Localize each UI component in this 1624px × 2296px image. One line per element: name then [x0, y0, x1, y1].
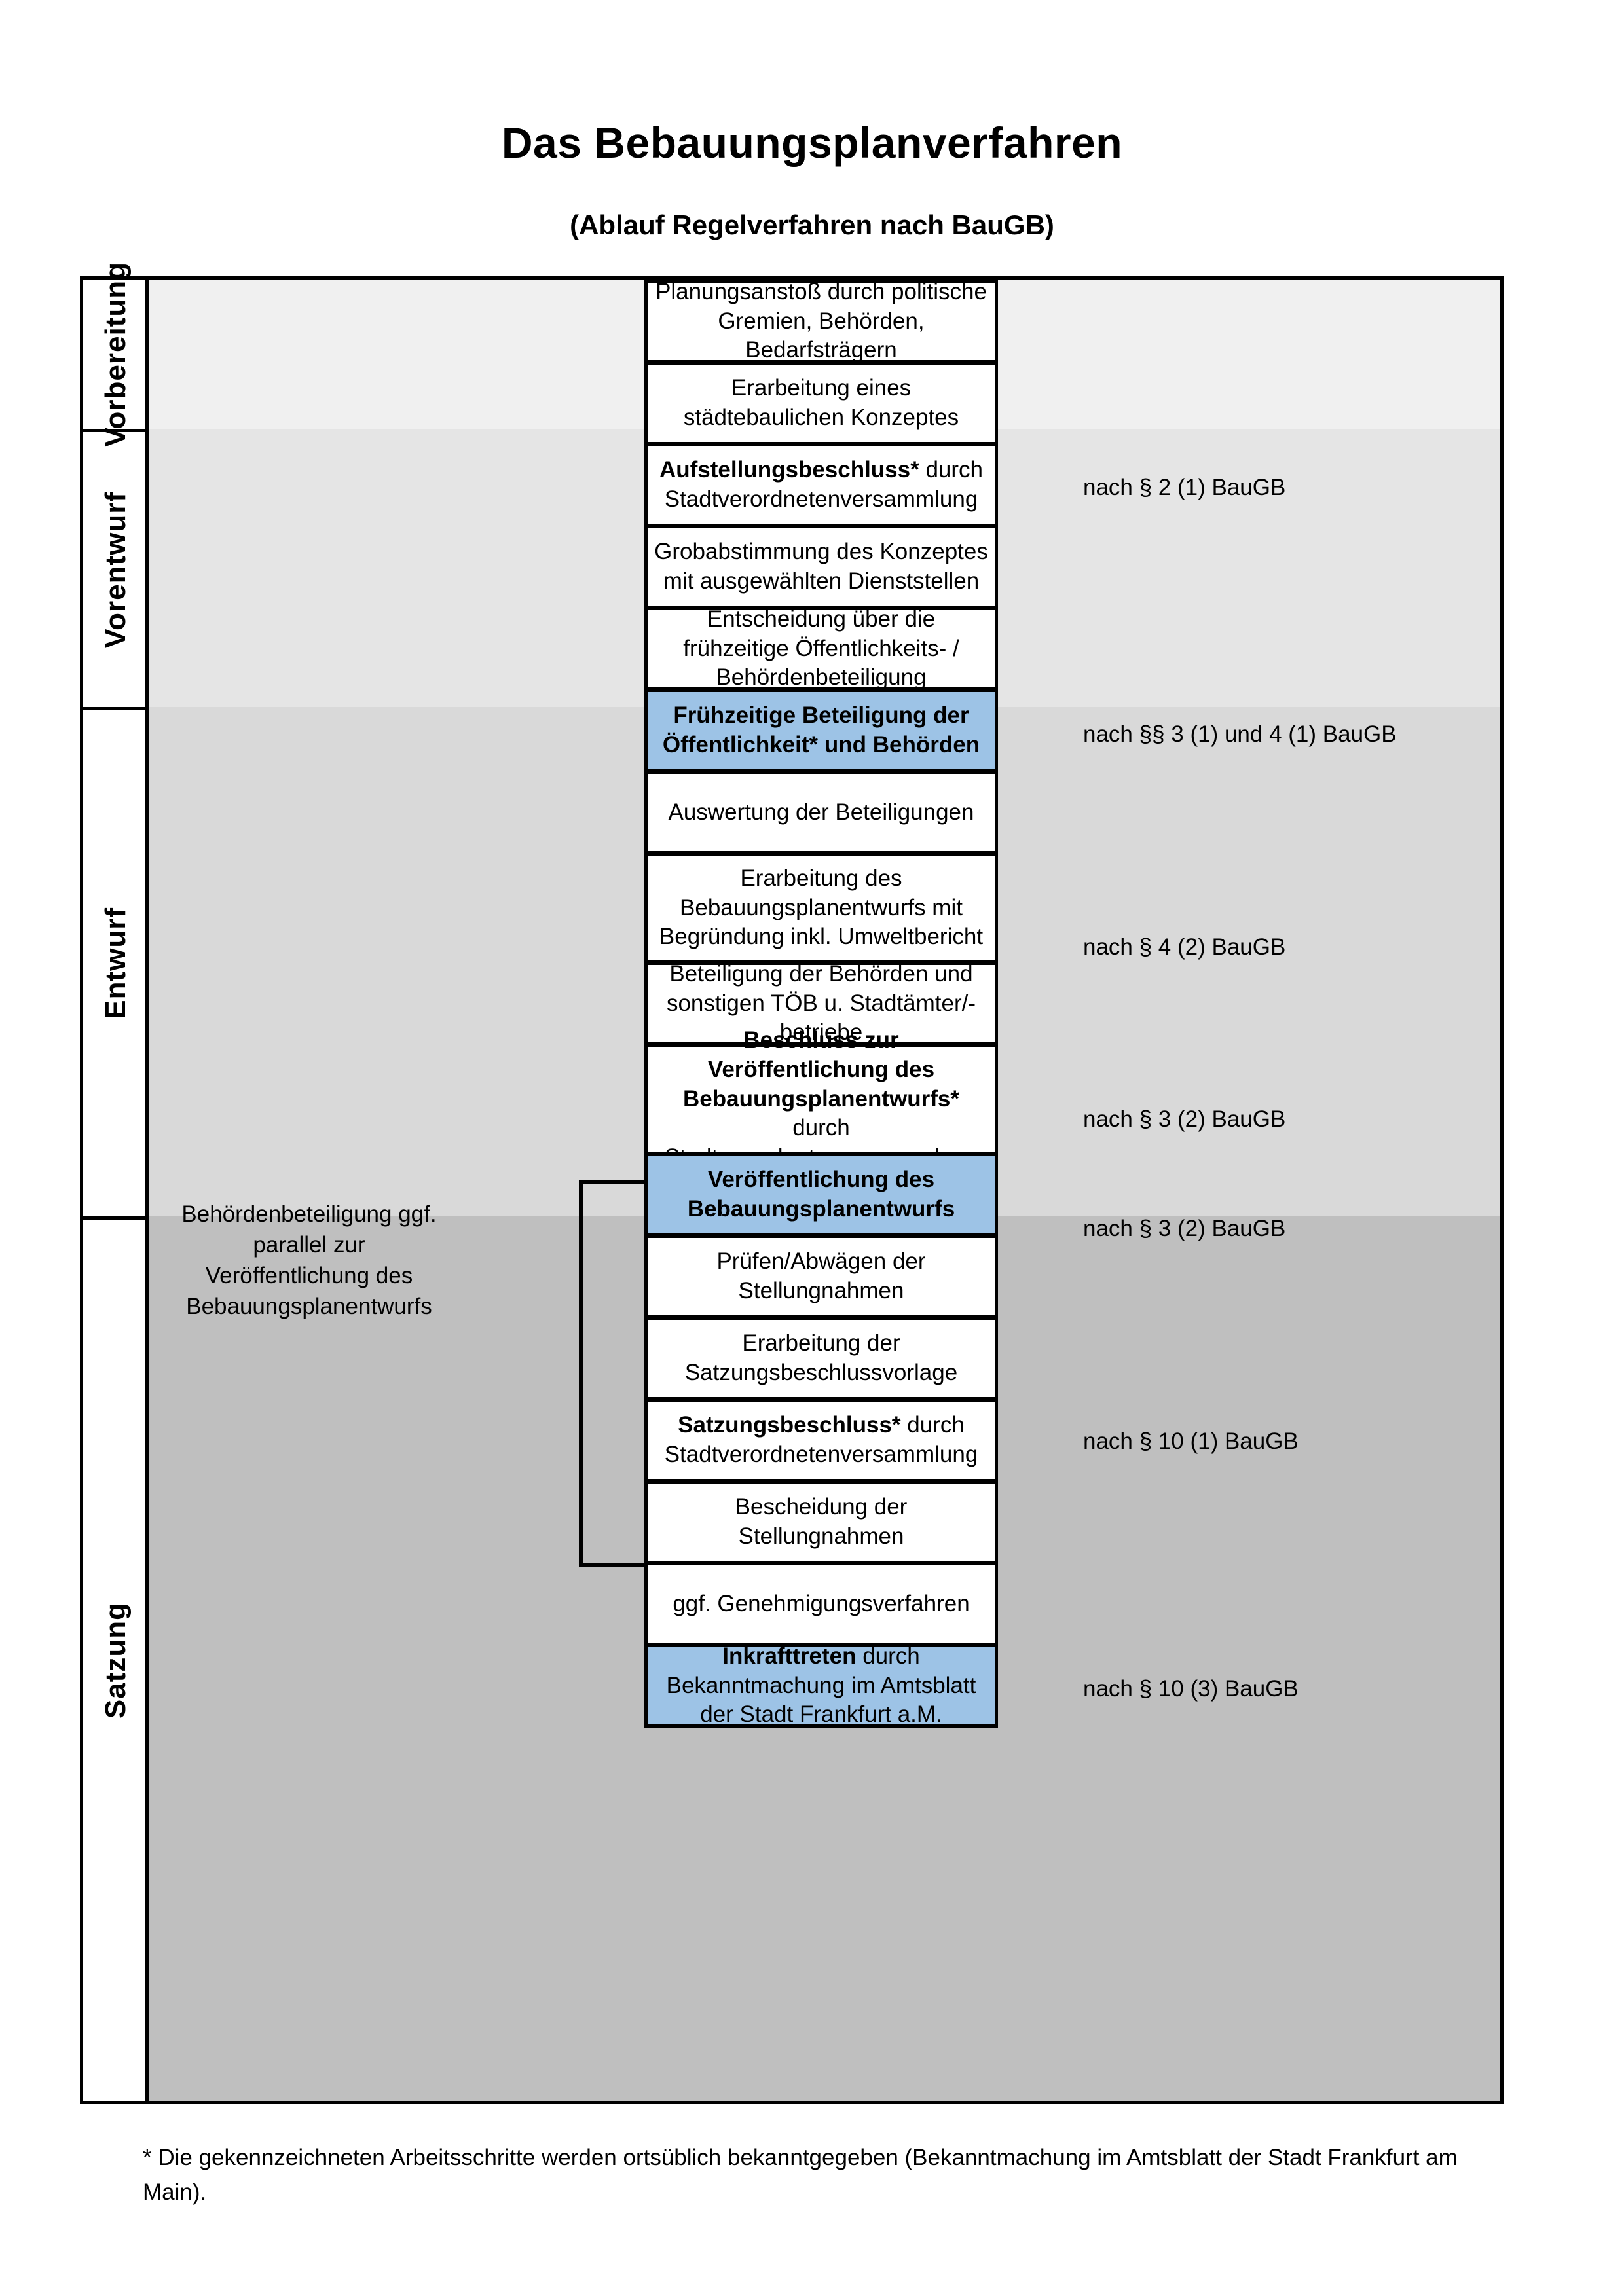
reference-3-2-b: nach § 3 (2) BauGB [1083, 1216, 1286, 1241]
step-label: Satzungsbeschluss* durch Stadtverordnete… [654, 1411, 988, 1470]
step-label: Prüfen/Abwägen der Stellungnahmen [716, 1248, 926, 1303]
step-box-bescheidung[interactable]: Bescheidung der Stellungnahmen [644, 1480, 998, 1564]
step-label: Bescheidung der Stellungnahmen [735, 1494, 908, 1549]
flowchart-frame: Vorbereitung Vorentwurf Entwurf Satzung [80, 262, 1504, 2104]
reference-3-1-4-1: nach §§ 3 (1) und 4 (1) BauGB [1083, 721, 1397, 747]
step-label: Planungsanstoß durch politische Gremien,… [655, 278, 987, 363]
step-label: Frühzeitige Beteiligung der Öffentlichke… [662, 702, 980, 757]
phase-label-satzung: Satzung [100, 1601, 132, 1719]
loop-segment-left [579, 1180, 583, 1567]
step-box-beschluss-veroeffentlichung[interactable]: Beschluss zur Veröffentlichung des Bebau… [644, 1027, 998, 1170]
step-label: Erarbeitung des Bebauungsplanentwurfs mi… [659, 865, 984, 950]
step-box-aufstellungsbeschluss[interactable]: Aufstellungsbeschluss* durch Stadtverord… [644, 443, 998, 527]
step-box-inkrafttreten[interactable]: Inkrafttreten durch Bekanntmachung im Am… [644, 1642, 998, 1730]
step-label: Inkrafttreten durch Bekanntmachung im Am… [654, 1642, 988, 1730]
step-box-auswertung[interactable]: Auswertung der Beteiligungen [644, 771, 998, 854]
step-label: Beschluss zur Veröffentlichung des Bebau… [654, 1026, 988, 1173]
step-label: Beteiligung der Behörden und sonstigen T… [666, 960, 976, 1046]
step-label: Grobabstimmung des Konzeptes mit ausgewä… [654, 539, 988, 594]
step-box-satzungsbeschluss[interactable]: Satzungsbeschluss* durch Stadtverordnete… [644, 1398, 998, 1482]
step-label: ggf. Genehmigungsverfahren [673, 1590, 970, 1616]
step-box-grobabstimmung[interactable]: Grobabstimmung des Konzeptes mit ausgewä… [644, 525, 998, 609]
reference-10-3: nach § 10 (3) BauGB [1083, 1676, 1299, 1702]
step-label-rest: durch Stadtverordnetenversammlung [664, 1412, 978, 1467]
reference-4-2: nach § 4 (2) BauGB [1083, 934, 1286, 960]
phase-cell-vorbereitung: Vorbereitung [83, 262, 149, 447]
step-box-pruefen-abwaegen[interactable]: Prüfen/Abwägen der Stellungnahmen [644, 1235, 998, 1319]
page-subtitle: (Ablauf Regelverfahren nach BauGB) [570, 210, 1054, 240]
step-box-erarbeitung-entwurf[interactable]: Erarbeitung des Bebauungsplanentwurfs mi… [644, 852, 998, 964]
reference-3-2-a: nach § 3 (2) BauGB [1083, 1106, 1286, 1132]
phase-cell-satzung: Satzung [83, 1216, 149, 2101]
step-box-veroeffentlichung[interactable]: Veröffentlichung des Bebauungsplanentwur… [644, 1153, 998, 1237]
step-label: Auswertung der Beteiligungen [668, 799, 974, 825]
parallel-note: Behördenbeteiligung ggf. parallel zur Ve… [181, 1201, 437, 1319]
step-label: Erarbeitung der Satzungsbeschlussvorlage [684, 1330, 958, 1385]
reference-10-1: nach § 10 (1) BauGB [1083, 1429, 1299, 1454]
phase-label-entwurf: Entwurf [100, 907, 132, 1019]
step-box-fruehzeitige-beteiligung[interactable]: Frühzeitige Beteiligung der Öffentlichke… [644, 689, 998, 773]
step-label-rest: durch Bekanntmachung im Amtsblatt der St… [666, 1643, 976, 1728]
step-box-entscheidung-fruehzeitige[interactable]: Entscheidung über die frühzeitige Öffent… [644, 606, 998, 691]
footnote: * Die gekennzeichneten Arbeitsschritte w… [143, 2145, 1458, 2205]
step-box-genehmigungsverfahren[interactable]: ggf. Genehmigungsverfahren [644, 1562, 998, 1646]
step-box-beteiligung-behoerden[interactable]: Beteiligung der Behörden und sonstigen T… [644, 960, 998, 1046]
step-label-bold: Inkrafttreten [722, 1643, 857, 1669]
phase-label-vorentwurf: Vorentwurf [100, 491, 132, 648]
phase-cell-entwurf: Entwurf [83, 707, 149, 1216]
phase-rail: Vorbereitung Vorentwurf Entwurf Satzung [83, 262, 149, 2101]
step-label-rest: durch Stadtverordnetenversammlung [664, 457, 984, 512]
step-label-bold: Aufstellungsbeschluss* [659, 457, 919, 483]
step-box-planungsanstoss[interactable]: Planungsanstoß durch politische Gremien,… [644, 278, 998, 363]
step-box-satzungsbeschlussvorlage[interactable]: Erarbeitung der Satzungsbeschlussvorlage [644, 1317, 998, 1400]
step-label: Aufstellungsbeschluss* durch Stadtverord… [654, 456, 988, 515]
step-box-staedtebauliches-konzept[interactable]: Erarbeitung eines städtebaulichen Konzep… [644, 361, 998, 445]
step-label-bold: Beschluss zur Veröffentlichung des Bebau… [683, 1027, 959, 1112]
reference-2-1: nach § 2 (1) BauGB [1083, 475, 1286, 500]
step-label: Erarbeitung eines städtebaulichen Konzep… [683, 375, 959, 430]
page-title: Das Bebauungsplanverfahren [501, 118, 1123, 167]
phase-cell-vorentwurf: Vorentwurf [83, 429, 149, 707]
phase-label-vorbereitung: Vorbereitung [100, 261, 132, 447]
step-label: Entscheidung über die frühzeitige Öffent… [683, 606, 959, 691]
step-label: Veröffentlichung des Bebauungsplanentwur… [687, 1167, 955, 1222]
step-label-bold: Satzungsbeschluss* [678, 1412, 901, 1438]
